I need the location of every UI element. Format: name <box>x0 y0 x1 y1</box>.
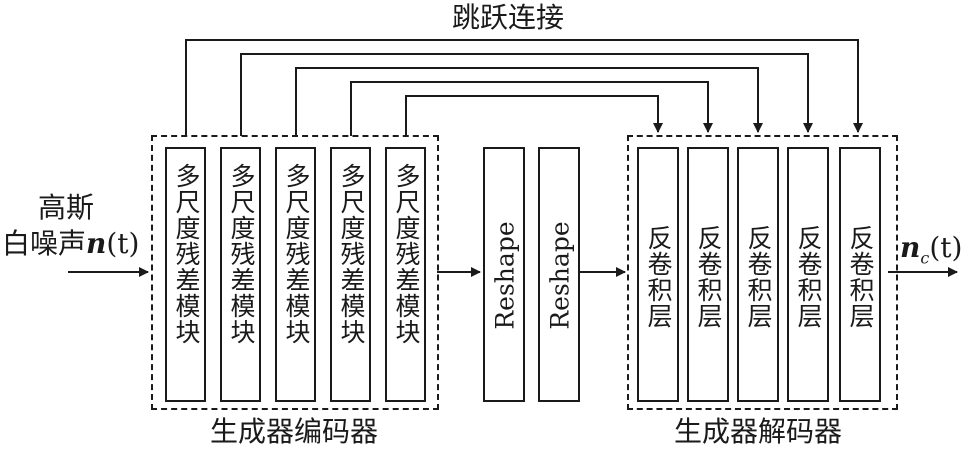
reshape-label: Reshape <box>490 221 520 330</box>
input-label-line2: 白噪声n(t) <box>2 230 139 258</box>
encoder-block-1: 多尺度残差模块 <box>165 147 206 402</box>
decoder-block-2: 反卷积层 <box>687 147 729 402</box>
skip-connection-1 <box>185 39 863 136</box>
encoder-block-4: 多尺度残差模块 <box>330 147 371 402</box>
input-label-text: 白噪声 <box>2 227 87 260</box>
skip-connection-4 <box>350 81 713 136</box>
input-symbol: n <box>86 227 107 260</box>
encoder-block-label: 多尺度残差模块 <box>337 163 366 345</box>
encoder-block-3: 多尺度残差模块 <box>275 147 316 402</box>
skip-connection-5 <box>405 95 663 136</box>
encoder-group <box>151 135 439 410</box>
encoder-block-label: 多尺度残差模块 <box>282 163 311 345</box>
input-arg: (t) <box>106 227 140 260</box>
decoder-block-label: 反卷积层 <box>794 225 823 329</box>
output-subscript: c <box>920 248 930 268</box>
skip-connection-label: 跳跃连接 <box>452 1 565 34</box>
input-label-line1: 高斯 <box>38 191 95 224</box>
encoder-block-2: 多尺度残差模块 <box>220 147 261 402</box>
decoder-block-1: 反卷积层 <box>637 147 679 402</box>
decoder-block-label: 反卷积层 <box>694 225 723 329</box>
output-arg: (t) <box>929 231 963 264</box>
decoder-group <box>627 135 898 410</box>
decoder-block-label: 反卷积层 <box>846 225 875 329</box>
decoder-block-3: 反卷积层 <box>737 147 779 402</box>
decoder-block-label: 反卷积层 <box>744 225 773 329</box>
encoder-block-5: 多尺度残差模块 <box>385 147 426 402</box>
encoder-block-label: 多尺度残差模块 <box>227 163 256 345</box>
encoder-block-label: 多尺度残差模块 <box>172 163 201 345</box>
skip-connection-3 <box>295 67 763 136</box>
output-label: nc(t) <box>900 234 962 267</box>
decoder-caption: 生成器解码器 <box>674 415 843 448</box>
reshape-label: Reshape <box>545 221 575 330</box>
output-symbol: n <box>900 231 921 264</box>
reshape-block-2: Reshape <box>538 147 580 402</box>
encoder-block-label: 多尺度残差模块 <box>392 163 421 345</box>
encoder-caption: 生成器编码器 <box>210 415 379 448</box>
decoder-block-5: 反卷积层 <box>839 147 881 402</box>
skip-connection-2 <box>240 53 813 136</box>
decoder-block-label: 反卷积层 <box>644 225 673 329</box>
reshape-block-1: Reshape <box>483 147 525 402</box>
decoder-block-4: 反卷积层 <box>787 147 829 402</box>
